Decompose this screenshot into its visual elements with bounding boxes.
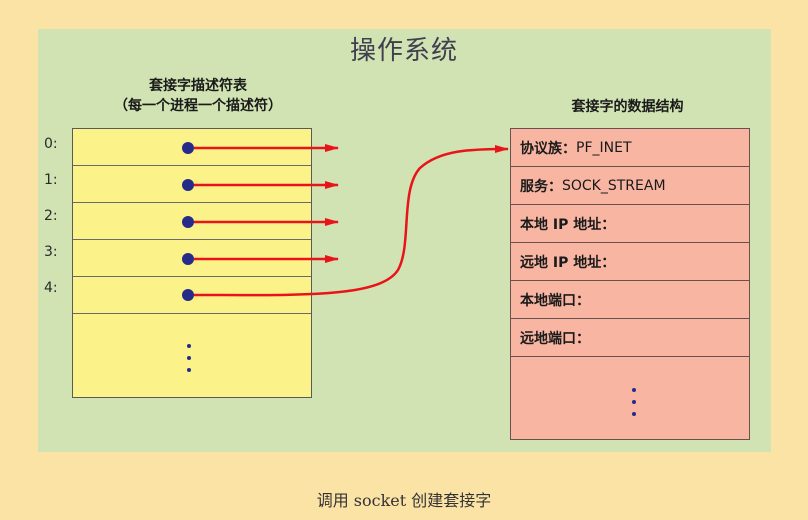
socket-ellipsis-dot — [632, 388, 636, 392]
field-label: 远地端口： — [520, 330, 590, 347]
fd-ellipsis-dot — [187, 344, 191, 348]
socket-field-remote-port: 远地端口： — [511, 319, 749, 357]
socket-field-local-port: 本地端口： — [511, 281, 749, 319]
socket-struct-title: 套接字的数据结构 — [571, 99, 684, 115]
socket-ellipsis-dot — [632, 412, 636, 416]
fd-dot-3 — [182, 253, 194, 265]
os-title: 操作系统 — [349, 36, 458, 66]
fd-ellipsis-dot — [187, 356, 191, 360]
fd-dot-2 — [182, 216, 194, 228]
fd-label-3: 3: — [44, 244, 58, 260]
fd-dot-1 — [182, 179, 194, 191]
field-value: PF_INET — [576, 139, 632, 156]
field-label: 服务： — [520, 178, 562, 195]
fd-label-0: 0: — [44, 136, 58, 152]
socket-field-service: 服务： SOCK_STREAM — [511, 167, 749, 205]
field-label: 远地 IP 地址： — [520, 254, 616, 271]
fd-table-title: 套接字描述符表 （每一个进程一个描述符） — [70, 76, 326, 116]
arrow-fd-4-to-socket — [193, 145, 509, 297]
fd-label-2: 2: — [44, 208, 58, 224]
socket-ellipsis-dot — [632, 400, 636, 404]
fd-table-title-line2: （每一个进程一个描述符） — [114, 98, 282, 114]
fd-row-0 — [73, 129, 311, 166]
fd-row-2 — [73, 203, 311, 240]
fd-row-3 — [73, 240, 311, 277]
figure-caption: 调用 socket 创建套接字 — [316, 491, 492, 510]
socket-field-local-ip: 本地 IP 地址： — [511, 205, 749, 243]
field-label: 本地端口： — [520, 292, 590, 309]
fd-row-1 — [73, 166, 311, 203]
fd-ellipsis-dot — [187, 368, 191, 372]
field-label: 协议族： — [520, 140, 576, 157]
fd-label-4: 4: — [44, 280, 58, 296]
fd-dot-4 — [182, 289, 194, 301]
field-label: 本地 IP 地址： — [520, 216, 616, 233]
socket-field-remote-ip: 远地 IP 地址： — [511, 243, 749, 281]
socket-struct-table: 协议族： PF_INET 服务： SOCK_STREAM 本地 IP 地址： 远… — [510, 128, 750, 440]
fd-table-title-line1: 套接字描述符表 — [149, 78, 247, 94]
fd-dot-0 — [182, 142, 194, 154]
fd-row-4 — [73, 277, 311, 314]
socket-field-family: 协议族： PF_INET — [511, 129, 749, 167]
field-value: SOCK_STREAM — [562, 177, 666, 194]
fd-label-1: 1: — [44, 172, 58, 188]
